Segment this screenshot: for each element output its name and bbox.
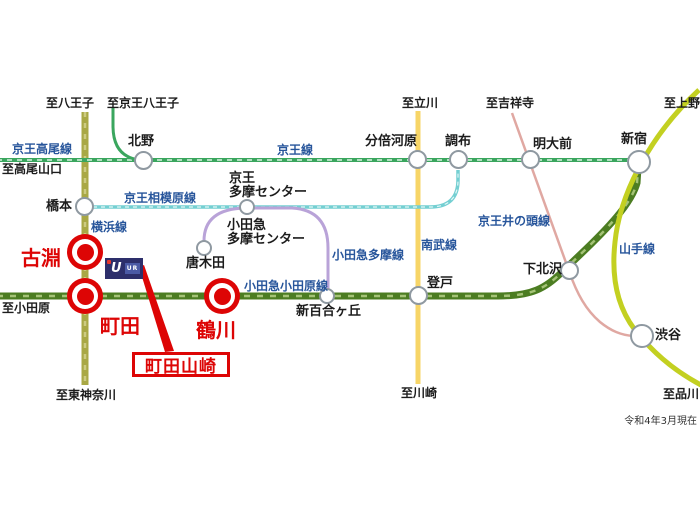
keio-sagamihara-line-dash [85, 170, 459, 208]
destination-label-keio-hachioji: 至京王八王子 [107, 96, 180, 110]
station-label-noborito: 登戸 [427, 276, 454, 291]
station-circle-kitano [134, 151, 153, 170]
station-circle-keio-tama-center [239, 199, 255, 215]
station-label-shinjuku: 新宿 [621, 132, 648, 147]
station-label-keio-tama-center: 京王 多摩センター [229, 172, 307, 200]
callout-leader [139, 265, 174, 352]
station-circle-machida-highlighted [67, 278, 103, 314]
keio-tama-center-line2: 多摩センター [229, 185, 308, 200]
station-label-karakida: 唐木田 [186, 256, 226, 271]
destination-label-takaosanguchi: 至高尾山口 [2, 162, 63, 176]
station-circle-shibuya [630, 324, 654, 348]
station-circle-meidaimae [521, 150, 540, 169]
station-label-chofu: 調布 [445, 134, 472, 149]
station-label-hashimoto: 橋本 [46, 199, 73, 214]
station-label-kobuchi: 古淵 [21, 246, 61, 270]
machida-white-ring [72, 283, 98, 309]
destination-label-higashi-kanagawa: 至東神奈川 [56, 388, 117, 402]
station-circle-bubaigawara [408, 150, 427, 169]
station-label-meidaimae: 明大前 [533, 137, 573, 152]
line-label-keio-sagamihara: 京王相模原線 [124, 191, 197, 205]
keio-inokashira-line [510, 112, 634, 338]
station-label-bubaigawara: 分倍河原 [365, 134, 418, 149]
station-label-machida: 町田 [100, 314, 140, 338]
kobuchi-red-core [76, 243, 94, 261]
destination-label-kawasaki: 至川崎 [401, 386, 438, 400]
odakyu-tama-line [202, 206, 330, 289]
destination-label-ueno: 至上野 [664, 96, 700, 110]
station-label-shibuya: 渋谷 [655, 328, 682, 343]
line-label-odakyu-odawara: 小田急小田原線 [244, 279, 329, 293]
line-label-nambu: 南武線 [421, 238, 458, 252]
destination-label-hachioji: 至八王子 [46, 96, 95, 110]
kobuchi-white-ring [72, 239, 98, 265]
station-circle-kobuchi-highlighted [67, 234, 103, 270]
station-circle-karakida [196, 240, 212, 256]
tsurukawa-white-ring [209, 283, 235, 309]
odakyu-tama-center-line1: 小田急 [227, 218, 267, 233]
station-label-odakyu-tama-center: 小田急 多摩センター [227, 219, 305, 247]
station-circle-shimokitazawa [560, 261, 579, 280]
station-label-tsurukawa: 鶴川 [196, 318, 236, 342]
station-label-shimokitazawa: 下北沢 [523, 262, 563, 277]
ur-logo-u: U [111, 261, 122, 276]
destination-label-kichijoji: 至吉祥寺 [486, 96, 535, 110]
machida-red-core [76, 287, 94, 305]
line-label-keio-inokashira: 京王井の頭線 [478, 214, 551, 228]
keio-tama-center-line1: 京王 [229, 171, 256, 186]
ur-logo-icon: U UR [105, 258, 143, 279]
line-label-keio-takao: 京王高尾線 [12, 142, 73, 156]
odakyu-tama-center-line2: 多摩センター [227, 232, 306, 247]
station-circle-shin-yurigaoka [319, 288, 335, 304]
line-label-yamanote: 山手線 [619, 242, 656, 256]
destination-label-odawara: 至小田原 [2, 301, 51, 315]
destination-label-shinagawa: 至品川 [663, 387, 700, 401]
line-label-yokohama: 横浜線 [91, 220, 128, 234]
tsurukawa-red-core [213, 287, 231, 305]
station-label-kitano: 北野 [128, 134, 155, 149]
line-label-keio: 京王線 [277, 143, 314, 157]
as-of-date-note: 令和4年3月現在 [624, 416, 697, 427]
ur-logo-ur-badge: UR [125, 263, 140, 274]
yamanote-line [611, 88, 700, 388]
station-circle-hashimoto [75, 197, 94, 216]
destination-label-tachikawa: 至立川 [402, 96, 439, 110]
callout-machida-yamazaki: 町田山崎 [132, 352, 230, 377]
ur-logo-red-dot [107, 260, 111, 264]
station-circle-noborito [409, 286, 428, 305]
line-label-odakyu-tama: 小田急多摩線 [332, 248, 405, 262]
station-circle-chofu [449, 150, 468, 169]
station-circle-tsurukawa-highlighted [204, 278, 240, 314]
odakyu-odawara-line-dash [0, 167, 640, 298]
station-circle-shinjuku [627, 150, 651, 174]
station-label-shin-yurigaoka: 新百合ヶ丘 [296, 304, 362, 319]
